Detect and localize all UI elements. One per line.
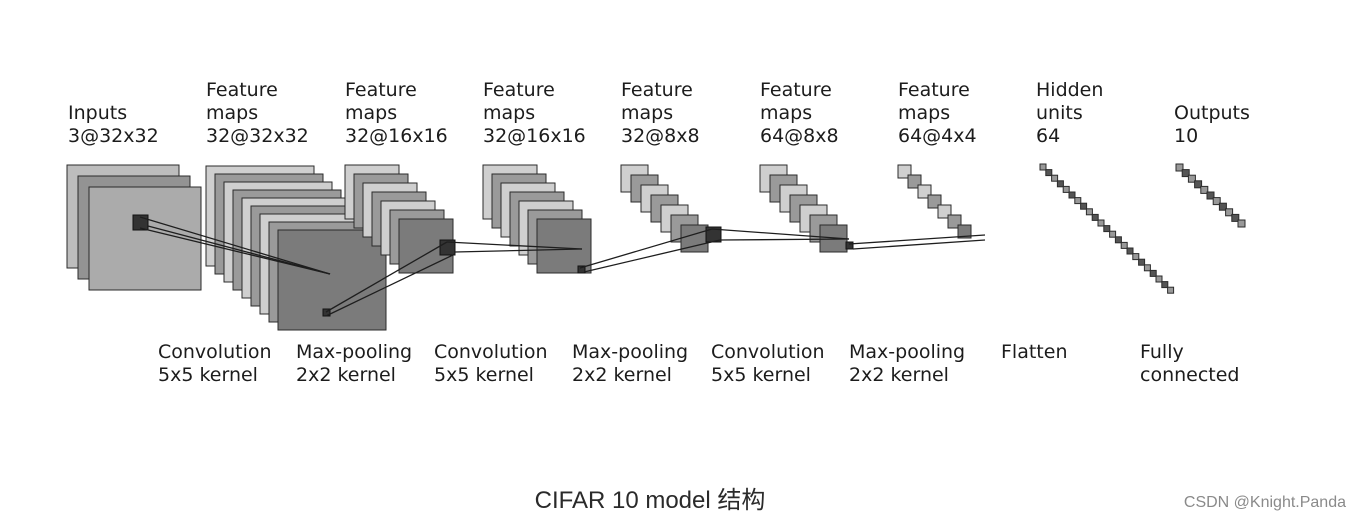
connection-line [139,216,331,275]
outputs-stack [1175,163,1246,228]
outputs-stack-map [1218,202,1227,211]
hidden-units-stack-map [1167,286,1175,294]
hidden-units-stack-map [1074,197,1082,205]
outputs-stack-map [1175,163,1184,172]
connection-line [583,239,721,273]
hidden-units-stack-map [1039,163,1047,171]
hidden-units-stack-map [1109,230,1117,238]
hidden-units-stack-map [1097,219,1105,227]
connection-line [711,228,850,240]
op-label-flatten: Flatten [1001,341,1068,363]
connection-line [848,234,986,245]
hidden-units-stack-map [1114,236,1122,244]
hidden-units-stack-map [1132,253,1140,261]
connection-line [454,248,583,253]
outputs-stack-map [1187,174,1196,183]
connection-line [325,253,456,317]
connection-line [579,228,713,269]
outputs-stack-map [1181,169,1190,178]
outputs-stack-map [1225,208,1234,217]
outputs-stack-map [1194,180,1203,189]
outputs-stack-map [1212,197,1221,206]
hidden-units-stack-map [1056,180,1064,188]
connection-line [852,239,986,250]
hidden-units-stack-map [1161,281,1169,289]
hidden-units-stack-map [1138,258,1146,266]
feature-maps-stack-5 [759,164,848,253]
hidden-units-stack-map [1051,174,1059,182]
connection-line [139,227,331,275]
hidden-units-stack-map [1155,275,1163,283]
hidden-units-stack-map [1080,202,1088,210]
hidden-units-stack-map [1085,208,1093,216]
hidden-units-stack-map [1120,241,1128,249]
figure-caption: CIFAR 10 model 结构 [534,487,766,514]
hidden-units-stack-map [1126,247,1134,255]
outputs-stack-map [1237,219,1246,228]
hidden-units-stack-map [1062,185,1070,193]
feature-maps-stack-6-map [957,224,972,239]
feature-maps-stack-3 [482,164,592,274]
feature-maps-stack-4 [620,164,709,253]
hidden-units-stack-map [1143,264,1151,272]
connection-line [446,241,583,250]
feature-maps-stack-3-map [536,218,592,274]
outputs-stack-map [1231,213,1240,222]
feature-maps-stack-2 [344,164,454,274]
hidden-units-stack [1039,163,1175,294]
connection-line [325,241,448,313]
outputs-stack-map [1206,191,1215,200]
receptive-field-4 [577,265,586,274]
connection-line [719,238,850,241]
watermark: CSDN @Knight.Panda [1183,494,1346,511]
hidden-units-stack-map [1045,169,1053,177]
hidden-units-stack-map [1068,191,1076,199]
feature-maps-stack-6 [897,164,972,239]
outputs-stack-map [1200,185,1209,194]
hidden-units-stack-map [1103,225,1111,233]
hidden-units-stack-map [1149,269,1157,277]
hidden-units-stack-map [1091,213,1099,221]
feature-maps-stack-1-map [277,229,387,331]
receptive-field-6 [845,241,854,250]
